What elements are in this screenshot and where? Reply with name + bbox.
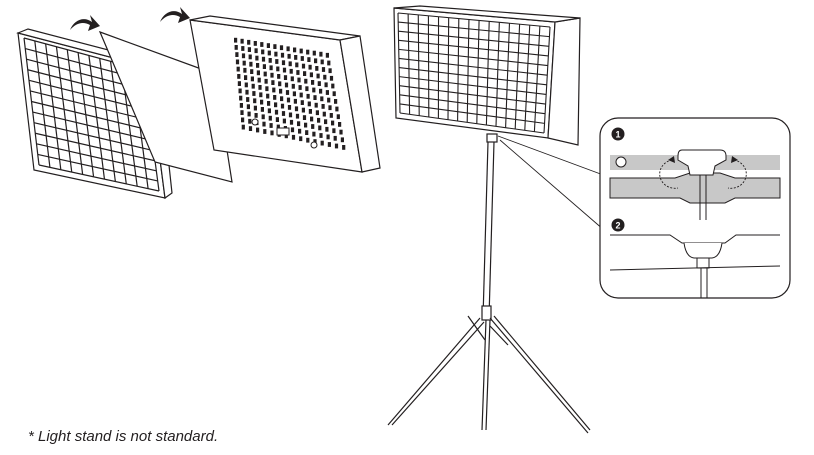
callout-leader [497,135,607,231]
rotate-arrows-icon [659,159,747,189]
light-stand [387,133,591,434]
step-badge-2: 2 [611,218,625,232]
mounted-light-panel [393,5,581,146]
step-number-1: 1 [615,130,620,140]
footnote: * Light stand is not standard. [28,428,219,445]
curved-arrow-icon [70,15,100,31]
detail-callout: 1 2 [599,117,791,299]
led-housing [189,15,381,173]
step-badge-1: 1 [611,127,625,141]
curved-arrow-icon [160,7,190,23]
step-1-detail [609,149,781,220]
step-2-detail [609,234,781,298]
step-number-2: 2 [615,221,620,231]
